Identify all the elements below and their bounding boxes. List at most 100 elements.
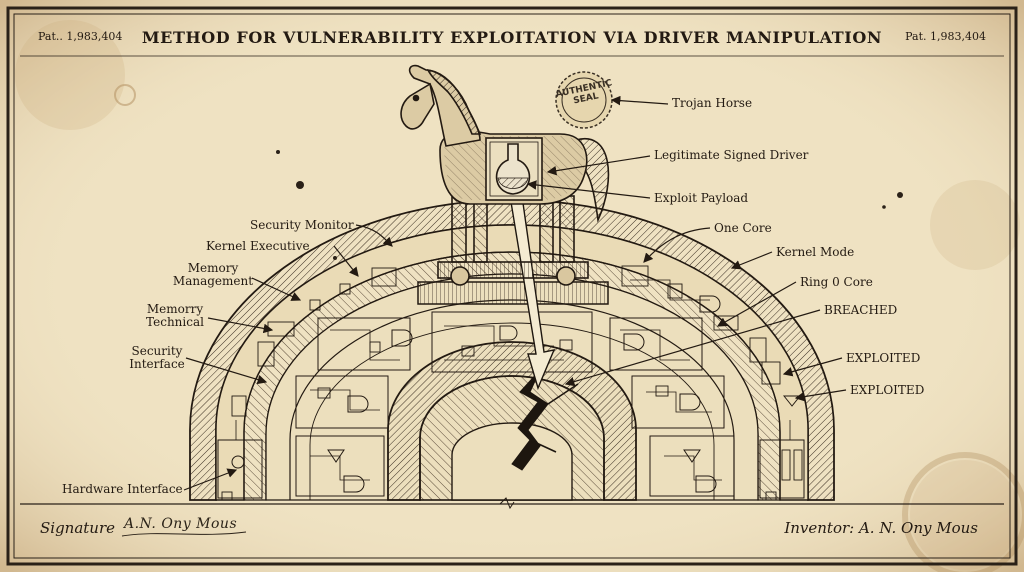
label-kernel-mode: Kernel Mode [776, 245, 855, 259]
label-exploit-payload: Exploit Payload [654, 191, 749, 205]
circuit-block-left-mid [295, 375, 389, 429]
seal-inner [561, 77, 607, 123]
logic-gate [499, 325, 518, 341]
circuit-block-left-outer [217, 439, 263, 499]
label-memory-management-line1: Memory [187, 261, 239, 275]
chip [761, 361, 781, 385]
chip [461, 345, 475, 357]
leader-exploited-2 [794, 389, 847, 402]
label-memorry-technical: Memorry Technical [140, 303, 210, 329]
chip [749, 337, 767, 363]
circuit-block-right-outer [759, 439, 805, 499]
label-trojan-horse: Trojan Horse [672, 96, 753, 110]
logic-gate [695, 475, 717, 493]
signature-underline [121, 531, 247, 537]
chip [655, 385, 669, 397]
circuit-block-right-mid [631, 375, 725, 429]
leader-kernel-executive [333, 245, 359, 277]
leader-security-interface [185, 357, 268, 385]
outer-border [6, 6, 1018, 566]
label-exploited-1: EXPLOITED [846, 351, 921, 365]
horse-leg [473, 195, 488, 263]
leader-one-core [643, 227, 711, 263]
flask-liquid [497, 177, 529, 189]
chip [621, 265, 649, 287]
label-memory-management: Memory Management [172, 262, 254, 288]
circuit-block-left-low [295, 435, 385, 497]
label-memorry-technical-line1: Memorry [146, 302, 204, 316]
logic-gate [699, 295, 721, 313]
coffee-stain-bottomright [902, 452, 1024, 572]
label-exploited-2: EXPLOITED [850, 383, 925, 397]
chip [713, 315, 739, 331]
leader-trojan-horse [610, 95, 669, 106]
horse-wheel [450, 266, 470, 286]
driver-panel-inner [489, 141, 539, 197]
hardware-port [231, 455, 245, 469]
chip [667, 283, 683, 299]
logic-gate [343, 475, 365, 493]
coffee-stain-topleft [15, 20, 125, 130]
inner-border [13, 13, 1011, 559]
label-legitimate-signed-driver: Legitimate Signed Driver [654, 148, 809, 162]
payload-beam [509, 195, 556, 391]
ink-blot-1 [296, 181, 304, 189]
leader-security-monitor [355, 224, 393, 247]
core-void [451, 422, 573, 501]
leader-breached [564, 309, 821, 387]
chip [339, 283, 351, 295]
circuit-block-right-low [649, 435, 735, 497]
chip [317, 387, 331, 399]
leader-exploit-payload [526, 180, 651, 199]
label-ring0-core: Ring 0 Core [800, 275, 873, 289]
horse-head [400, 82, 435, 130]
circuit-block-center [431, 311, 593, 373]
chip [765, 491, 777, 501]
circuit-wire [444, 325, 554, 347]
baseline-squiggle [499, 497, 515, 510]
leader-kernel-mode [730, 251, 773, 270]
horse-eye [412, 94, 420, 102]
chip [221, 491, 233, 501]
circuit-wire [310, 389, 380, 411]
authentic-seal [555, 71, 613, 129]
circuit-wire [664, 455, 722, 481]
logic-gate [391, 329, 413, 347]
chip [257, 341, 275, 367]
label-memorry-technical-line2: Technical [146, 315, 204, 329]
circuit-wire [310, 455, 370, 481]
leader-memorry-technical [207, 317, 274, 334]
page-title: METHOD FOR VULNERABILITY EXPLOITATION VI… [141, 28, 883, 47]
horse-leg [559, 195, 575, 263]
chip [231, 395, 247, 417]
circuit-wire [630, 279, 710, 301]
horse-mane [426, 68, 482, 135]
ink-blot-3 [897, 192, 903, 198]
horse-platform [437, 261, 589, 279]
label-security-interface-line1: Security [131, 344, 183, 358]
circuit-wire [330, 329, 400, 361]
label-security-interface-line2: Interface [129, 357, 185, 371]
ink-blot-4 [882, 205, 886, 209]
leader-memory-management [251, 277, 302, 301]
chip [781, 449, 791, 481]
ink-blot-2 [276, 150, 280, 154]
logic-gate [679, 393, 701, 411]
trojan-horse [400, 64, 610, 286]
label-security-monitor: Security Monitor [250, 218, 354, 232]
chip [793, 449, 803, 481]
logic-gate [623, 333, 645, 351]
leader-lines [183, 95, 847, 491]
chip [559, 339, 573, 351]
dome-top-slab [417, 281, 609, 305]
inventor-name: Inventor: A. N. Ony Mous [784, 519, 978, 537]
patent-number-left: Pat.. 1,983,404 [38, 30, 123, 43]
chip [309, 299, 321, 311]
signature-script: A.N. Ony Mous [124, 516, 238, 532]
label-security-interface: Security Interface [126, 345, 188, 371]
signature-label: Signature [40, 519, 116, 537]
label-kernel-executive: Kernel Executive [206, 239, 310, 253]
horse-wheel [556, 266, 576, 286]
